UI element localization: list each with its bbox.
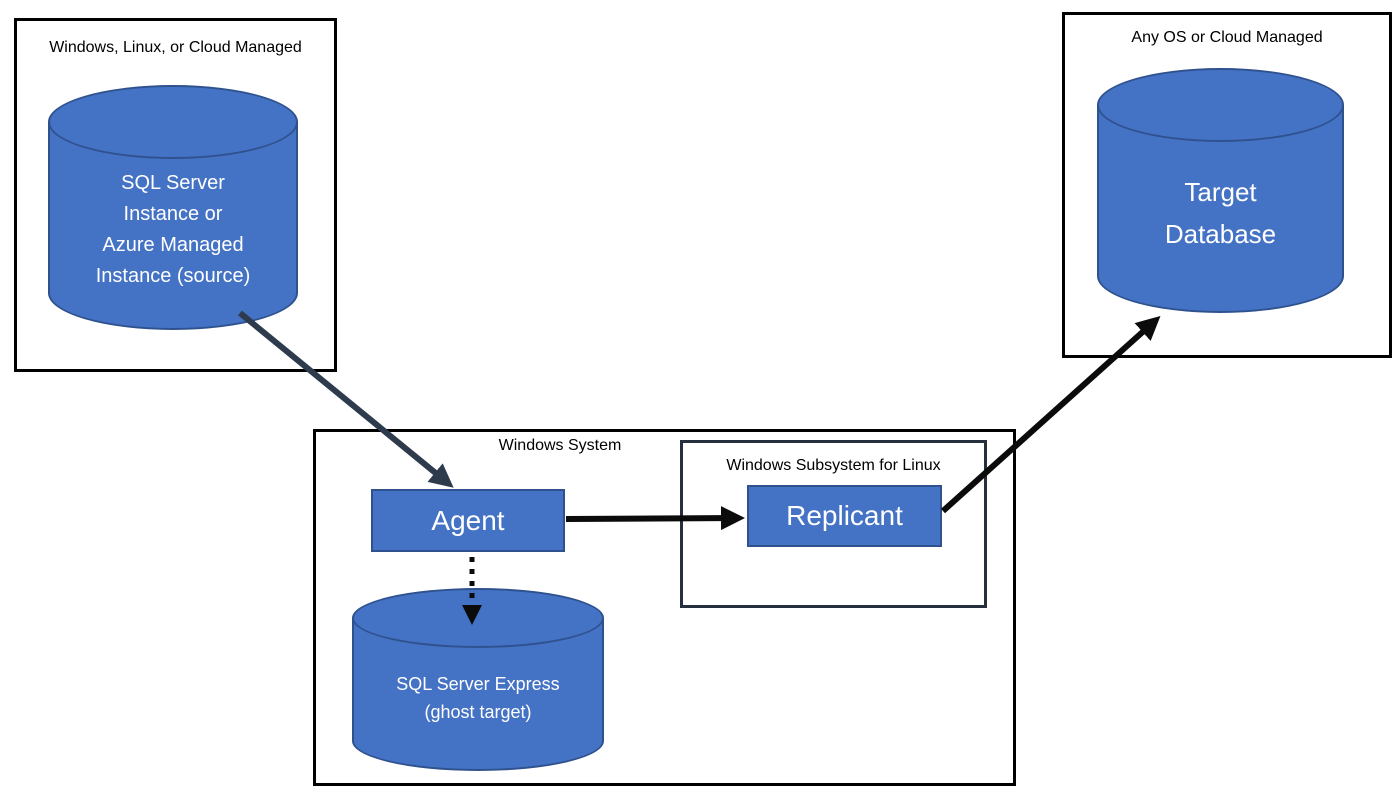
cylinder-top-ellipse [1097,68,1344,142]
wsl-title: Windows Subsystem for Linux [726,457,941,474]
ghost-target-label-line: SQL Server Express [396,673,560,694]
source-database-label-line: Instance (source) [95,264,251,287]
target-database-label-line: Database [1164,218,1277,249]
source-database-label: SQL Server Instance or Azure Managed Ins… [48,129,298,330]
replicant-node: Replicant [747,485,942,547]
source-database-label-line: Azure Managed [102,233,244,256]
agent-node: Agent [371,489,565,552]
target-environment-title: Any OS or Cloud Managed [1131,29,1323,46]
ghost-target-label: SQL Server Express (ghost target) [352,624,604,771]
target-environment-box [1062,12,1392,358]
ghost-target-cylinder: SQL Server Express (ghost target) [352,588,604,771]
target-database-label: Target Database [1097,112,1344,313]
target-database-cylinder: Target Database [1097,68,1344,313]
wsl-box [680,440,987,608]
target-database-label-line: Target [1184,176,1257,207]
ghost-target-label-line: (ghost target) [424,701,532,722]
source-environment-title: Windows, Linux, or Cloud Managed [49,39,302,56]
source-database-label-line: SQL Server [121,171,225,194]
windows-system-box [313,429,1016,786]
source-database-label-line: Instance or [123,202,223,225]
windows-system-title: Windows System [498,437,622,454]
source-database-cylinder: SQL Server Instance or Azure Managed Ins… [48,85,298,330]
source-environment-box [14,18,337,372]
cylinder-top-ellipse [48,85,298,159]
